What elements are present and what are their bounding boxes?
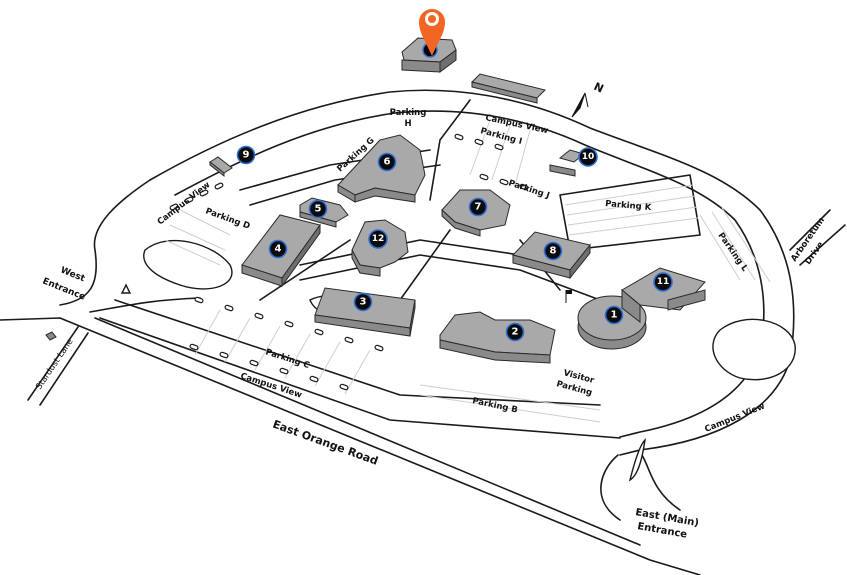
flag-icon: [565, 290, 572, 303]
building-9[interactable]: [209, 156, 233, 178]
islands: [120, 239, 796, 482]
location-pin-icon[interactable]: [419, 9, 445, 58]
badge-2[interactable]: 2: [505, 322, 525, 342]
building-stardust: [45, 331, 57, 341]
label-parking-k: Parking K: [605, 199, 652, 213]
badge-7[interactable]: 7: [468, 197, 488, 217]
north-arrow-icon: N: [571, 80, 606, 118]
badge-label: 5: [315, 204, 322, 215]
badge-10[interactable]: 10: [578, 147, 598, 167]
badge-label: 12: [372, 234, 385, 244]
badge-3[interactable]: 3: [353, 292, 373, 312]
badge-label: 4: [275, 244, 282, 255]
label-parking-c: Parking C: [264, 347, 311, 371]
label-parking-j: Parking J: [507, 178, 551, 201]
building-2[interactable]: [439, 311, 556, 364]
badge-6[interactable]: 6: [377, 152, 397, 172]
badge-label: 7: [475, 202, 482, 213]
parking-lots: [164, 119, 771, 423]
badge-11[interactable]: 11: [653, 272, 673, 292]
badge-1[interactable]: 1: [604, 305, 624, 325]
badge-label: 10: [582, 152, 595, 162]
badge-label: 9: [243, 150, 250, 161]
label-parking-d: Parking D: [204, 206, 251, 231]
badge-label: 11: [657, 277, 670, 287]
badge-label: 1: [611, 310, 618, 321]
badge-4[interactable]: 4: [268, 239, 288, 259]
badge-5[interactable]: 5: [308, 199, 328, 219]
label-campus-view-west: Campus View: [156, 180, 213, 227]
building-badges: 1 2 3 4 5 6 7 8 9 10 11 12: [236, 145, 673, 342]
label-parking-h: Parking: [390, 108, 427, 118]
badge-9[interactable]: 9: [236, 145, 256, 165]
label-parking-h-2: H: [404, 119, 411, 129]
badge-12[interactable]: 12: [368, 229, 388, 249]
building-annex: [471, 73, 546, 104]
badge-label: 3: [360, 297, 367, 308]
map-labels: Parking H Campus View Parking I Parking …: [34, 108, 827, 541]
compass-label: N: [592, 80, 606, 96]
badge-label: 2: [512, 327, 519, 338]
badge-label: 8: [550, 246, 557, 257]
badge-8[interactable]: 8: [543, 241, 563, 261]
badge-label: 6: [384, 157, 391, 168]
label-west-entrance: West: [59, 266, 87, 285]
